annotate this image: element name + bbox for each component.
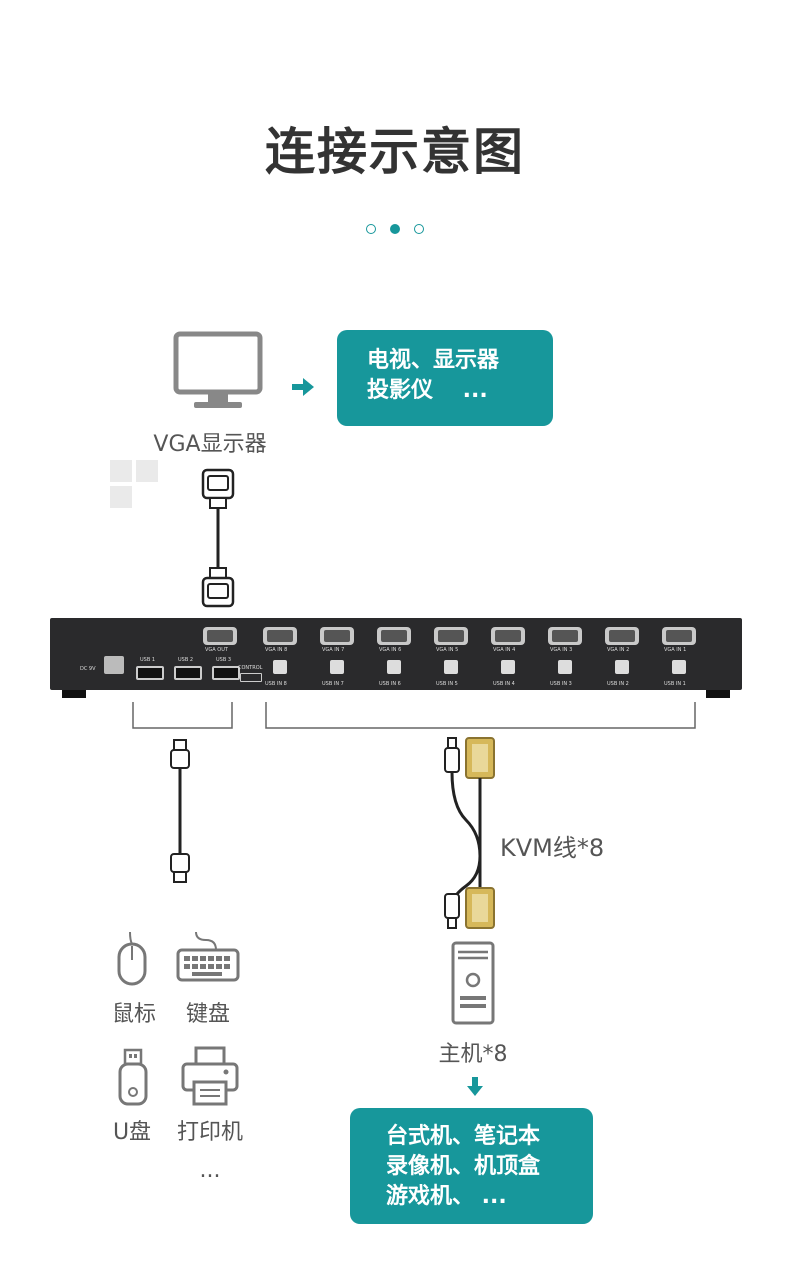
host-box-line-2: 录像机、机顶盒 — [386, 1154, 541, 1179]
usb-port[interactable] — [212, 666, 240, 680]
pagination-dot-1[interactable] — [366, 224, 376, 234]
host-computer-icon — [451, 941, 495, 1025]
mouse-label: 鼠标 — [111, 1002, 156, 1027]
dc-port[interactable] — [104, 656, 124, 674]
vga-in-port-label: VGA IN 5 — [436, 647, 459, 653]
device-foot-right — [706, 690, 730, 698]
usb-in-label: USB IN 6 — [379, 681, 401, 687]
host-box-line-3: 游戏机、 ... — [386, 1184, 507, 1209]
down-arrow-icon — [467, 1077, 483, 1096]
pagination-dots — [0, 224, 790, 234]
usb-b-port[interactable] — [273, 660, 287, 674]
usb-b-port[interactable] — [615, 660, 629, 674]
usb-in-label: USB IN 1 — [664, 681, 686, 687]
usb-b-port[interactable] — [330, 660, 344, 674]
vga-in-port[interactable] — [320, 627, 354, 645]
usb-b-port[interactable] — [444, 660, 458, 674]
monitor-icon — [173, 331, 263, 408]
usb-b-port[interactable] — [501, 660, 515, 674]
watermark-logo — [110, 460, 158, 508]
usb-b-port[interactable] — [387, 660, 401, 674]
udisk-icon — [118, 1048, 148, 1106]
control-port[interactable] — [240, 673, 262, 682]
port-bracket-lines — [132, 702, 696, 729]
vga-in-port-label: VGA IN 7 — [322, 647, 345, 653]
usb-in-label: USB IN 4 — [493, 681, 515, 687]
right-arrow-icon — [292, 378, 314, 396]
usb-port-label: USB 3 — [216, 657, 232, 663]
vga-out-port-label: VGA OUT — [205, 647, 228, 653]
usb-in-label: USB IN 3 — [550, 681, 572, 687]
keyboard-label: 键盘 — [185, 1002, 230, 1027]
vga-in-port-label: VGA IN 8 — [265, 647, 288, 653]
usb-port[interactable] — [174, 666, 202, 680]
kvm-cable-label: KVM线*8 — [500, 834, 605, 862]
peripherals-more: ... — [199, 1158, 221, 1183]
host-box-line-1: 台式机、笔记本 — [386, 1124, 541, 1149]
vga-in-port[interactable] — [377, 627, 411, 645]
vga-in-port[interactable] — [491, 627, 525, 645]
usb-in-label: USB IN 2 — [607, 681, 629, 687]
vga-in-port-label: VGA IN 4 — [493, 647, 516, 653]
pagination-dot-3[interactable] — [414, 224, 424, 234]
vga-in-port-label: VGA IN 6 — [379, 647, 402, 653]
display-types-box: 电视、显示器 投影仪 ... — [337, 330, 553, 426]
mouse-icon — [117, 931, 147, 986]
pagination-dot-2[interactable] — [390, 224, 400, 234]
vga-in-port[interactable] — [434, 627, 468, 645]
printer-label: 打印机 — [176, 1120, 243, 1145]
vga-in-port-label: VGA IN 1 — [664, 647, 687, 653]
vga-in-port-label: VGA IN 2 — [607, 647, 630, 653]
vga-in-port[interactable] — [662, 627, 696, 645]
printer-icon — [181, 1046, 239, 1106]
vga-out-port[interactable] — [203, 627, 237, 645]
usb-in-label: USB IN 8 — [265, 681, 287, 687]
usb-port-label: USB 2 — [178, 657, 194, 663]
monitor-label: VGA显示器 — [153, 432, 267, 457]
vga-in-port[interactable] — [605, 627, 639, 645]
host-types-box: 台式机、笔记本 录像机、机顶盒 游戏机、 ... — [350, 1108, 593, 1224]
display-box-line-2: 投影仪 ... — [367, 378, 488, 403]
usb-in-label: USB IN 7 — [322, 681, 344, 687]
usb-cable — [170, 739, 190, 883]
control-port-label: CONTROL — [238, 665, 263, 671]
page-title: 连接示意图 — [265, 123, 525, 181]
host-label: 主机*8 — [438, 1042, 508, 1067]
usb-b-port[interactable] — [558, 660, 572, 674]
vga-in-port[interactable] — [548, 627, 582, 645]
device-foot-left — [62, 690, 86, 698]
vga-cable — [201, 468, 235, 608]
usb-b-port[interactable] — [672, 660, 686, 674]
usb-in-label: USB IN 5 — [436, 681, 458, 687]
display-box-line-1: 电视、显示器 — [367, 348, 500, 373]
dc-label: DC 9V — [80, 666, 96, 672]
vga-in-port-label: VGA IN 3 — [550, 647, 573, 653]
usb-port[interactable] — [136, 666, 164, 680]
usb-port-label: USB 1 — [140, 657, 156, 663]
kvm-cable — [444, 737, 495, 929]
keyboard-icon — [176, 931, 240, 982]
vga-in-port[interactable] — [263, 627, 297, 645]
udisk-label: U盘 — [112, 1120, 152, 1145]
